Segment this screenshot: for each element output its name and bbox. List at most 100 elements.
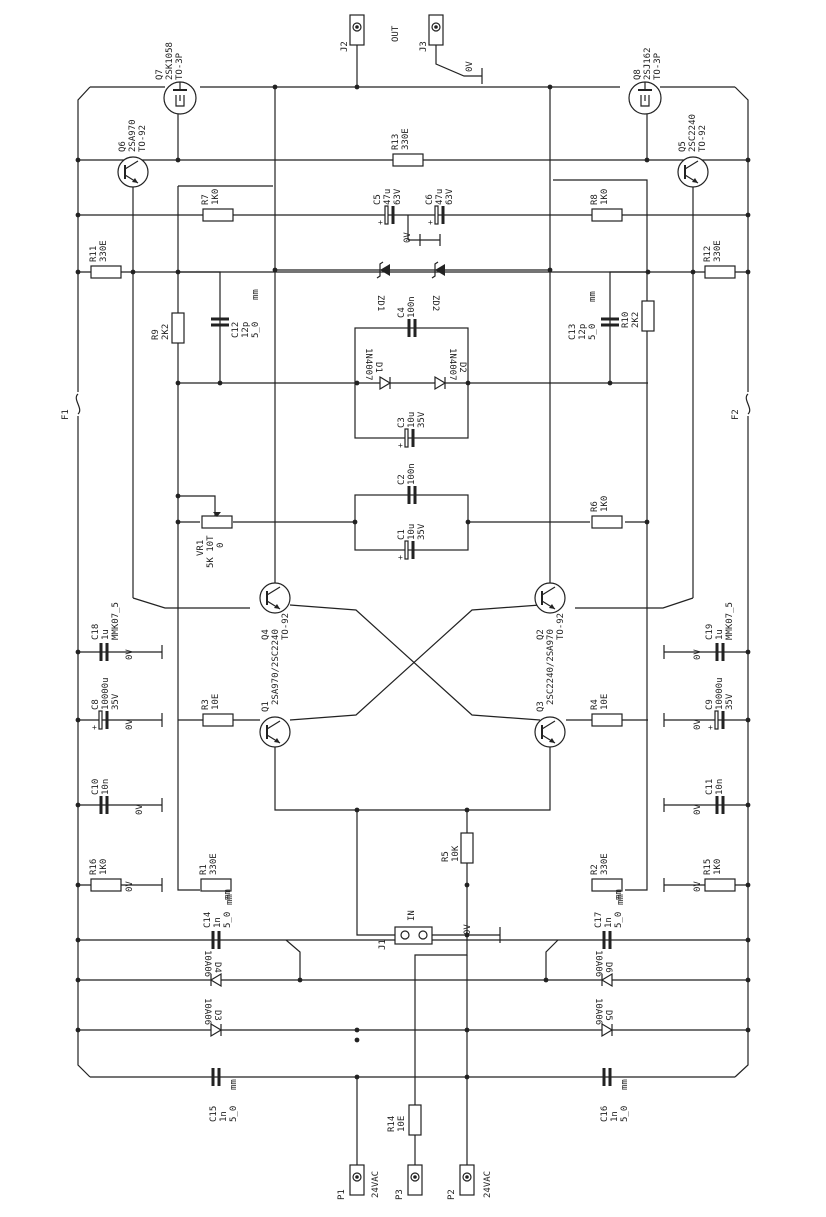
svg-text:10n: 10n (101, 779, 111, 795)
resistor-r7: R7 1K0 (201, 189, 234, 222)
svg-text:R16: R16 (89, 859, 99, 875)
svg-text:C4: C4 (397, 307, 407, 318)
svg-text:mm: mm (223, 889, 233, 900)
svg-text:35V: 35V (725, 693, 735, 710)
cap-c17: C17 1n 5_0 mm (594, 889, 624, 951)
svg-text:R14: R14 (387, 1116, 397, 1132)
svg-text:1N4007: 1N4007 (447, 348, 457, 381)
svg-text:P3: P3 (395, 1189, 405, 1200)
zener-zd1: ZD1 (375, 261, 391, 311)
resistor-r12: R12 330E (703, 240, 736, 279)
diode-d3: 10A06 D3 (202, 998, 222, 1037)
mosfet-q7: Q7 2SK1058 TO-3P (155, 42, 197, 115)
label-0v-in: 0V (463, 924, 473, 935)
resistor-r8: R8 1K0 (590, 189, 623, 222)
svg-text:0: 0 (216, 543, 226, 548)
cap-c15: C15 1n 5_0 mm (209, 1066, 239, 1122)
svg-text:C14: C14 (203, 912, 213, 928)
svg-text:100n: 100n (407, 463, 417, 485)
svg-text:1n: 1n (213, 917, 223, 928)
svg-text:10E: 10E (600, 694, 610, 710)
svg-text:2SK1058: 2SK1058 (165, 42, 175, 80)
svg-text:2SA970/2SC2240: 2SA970/2SC2240 (271, 629, 281, 705)
cap-c12: C12 12p 5_0 mm (209, 289, 261, 338)
svg-text:R11: R11 (89, 246, 99, 262)
label-0v-out: 0V (465, 61, 475, 72)
svg-text:C17: C17 (594, 912, 604, 928)
resistor-r15: R15 1K0 (703, 859, 736, 892)
svg-text:D2: D2 (457, 362, 467, 373)
cap-c13: C13 12p 5_0 mm (568, 291, 621, 340)
connector-j3: J3 (419, 14, 444, 52)
svg-text:330E: 330E (713, 240, 723, 262)
label-0v-r15: 0V (693, 881, 703, 892)
svg-text:0V: 0V (693, 719, 703, 730)
cap-c8: C8 10000u 35V 0V (90, 677, 135, 734)
svg-text:2SA970: 2SA970 (128, 119, 138, 152)
svg-text:Q1: Q1 (261, 701, 271, 712)
svg-text:C10: C10 (91, 779, 101, 795)
svg-text:R6: R6 (590, 501, 600, 512)
svg-text:1K0: 1K0 (713, 859, 723, 875)
resistor-r10: R10 2K2 (621, 300, 655, 332)
svg-text:1K0: 1K0 (600, 496, 610, 512)
svg-text:100n: 100n (407, 296, 417, 318)
svg-text:J3: J3 (419, 41, 429, 52)
svg-text:10A06: 10A06 (202, 950, 212, 977)
svg-text:24VAC: 24VAC (371, 1171, 381, 1198)
svg-text:F1: F1 (61, 409, 71, 420)
wiring (77, 40, 749, 1165)
svg-text:J2: J2 (340, 41, 350, 52)
svg-text:MMK07_5: MMK07_5 (725, 602, 735, 640)
svg-text:C16: C16 (600, 1106, 610, 1122)
svg-text:R12: R12 (703, 246, 713, 262)
svg-text:1K0: 1K0 (99, 859, 109, 875)
svg-text:35V: 35V (417, 523, 427, 540)
svg-text:10A06: 10A06 (593, 950, 603, 977)
svg-text:330E: 330E (401, 128, 411, 150)
svg-text:ZD1: ZD1 (375, 295, 385, 311)
svg-text:0V: 0V (125, 719, 135, 730)
svg-text:C5: C5 (373, 194, 383, 205)
svg-text:10000u: 10000u (715, 677, 725, 710)
svg-text:330E: 330E (209, 853, 219, 875)
svg-text:C15: C15 (209, 1106, 219, 1122)
svg-text:R4: R4 (590, 699, 600, 710)
svg-text:Q8: Q8 (633, 69, 643, 80)
svg-text:C3: C3 (397, 417, 407, 428)
svg-text:TO-3P: TO-3P (175, 52, 185, 80)
svg-text:1K0: 1K0 (600, 189, 610, 205)
diode-d4: 10A06 D4 (202, 950, 222, 987)
connector-j1: J1 (378, 926, 433, 950)
cap-c6: C6 47u 63V (425, 188, 455, 229)
svg-text:5_0: 5_0 (223, 912, 233, 928)
svg-text:P1: P1 (337, 1189, 347, 1200)
svg-text:C11: C11 (705, 779, 715, 795)
svg-text:J1: J1 (378, 939, 388, 950)
zener-zd2: ZD2 (430, 261, 446, 311)
svg-text:12p: 12p (241, 322, 251, 338)
svg-text:5K 10T: 5K 10T (206, 535, 216, 568)
svg-text:5_0: 5_0 (588, 324, 598, 340)
svg-text:0V: 0V (693, 804, 703, 815)
svg-text:2SC2240/2SA970: 2SC2240/2SA970 (546, 629, 556, 705)
svg-text:TO-92: TO-92 (556, 613, 566, 640)
svg-text:10K: 10K (451, 845, 461, 862)
cap-c4: C4 100n (397, 296, 417, 339)
svg-text:5_0: 5_0 (229, 1106, 239, 1122)
mosfet-q8: Q8 2SJ162 TO-3P (628, 47, 663, 115)
svg-text:R2: R2 (590, 864, 600, 875)
svg-text:mm: mm (229, 1079, 239, 1090)
resistor-r3: R3 10E (201, 694, 234, 727)
svg-text:VR1: VR1 (196, 540, 206, 556)
resistor-r5: R5 10K (441, 832, 474, 864)
transistor-q6: Q6 2SA970 TO-92 (117, 119, 149, 188)
svg-text:TO-92: TO-92 (698, 125, 708, 152)
label-in: IN (407, 910, 417, 921)
label-0v-c5c6: 0V (403, 232, 413, 243)
svg-text:47u: 47u (383, 189, 393, 205)
svg-text:ZD2: ZD2 (430, 295, 440, 311)
svg-text:47u: 47u (435, 189, 445, 205)
svg-text:10n: 10n (715, 779, 725, 795)
